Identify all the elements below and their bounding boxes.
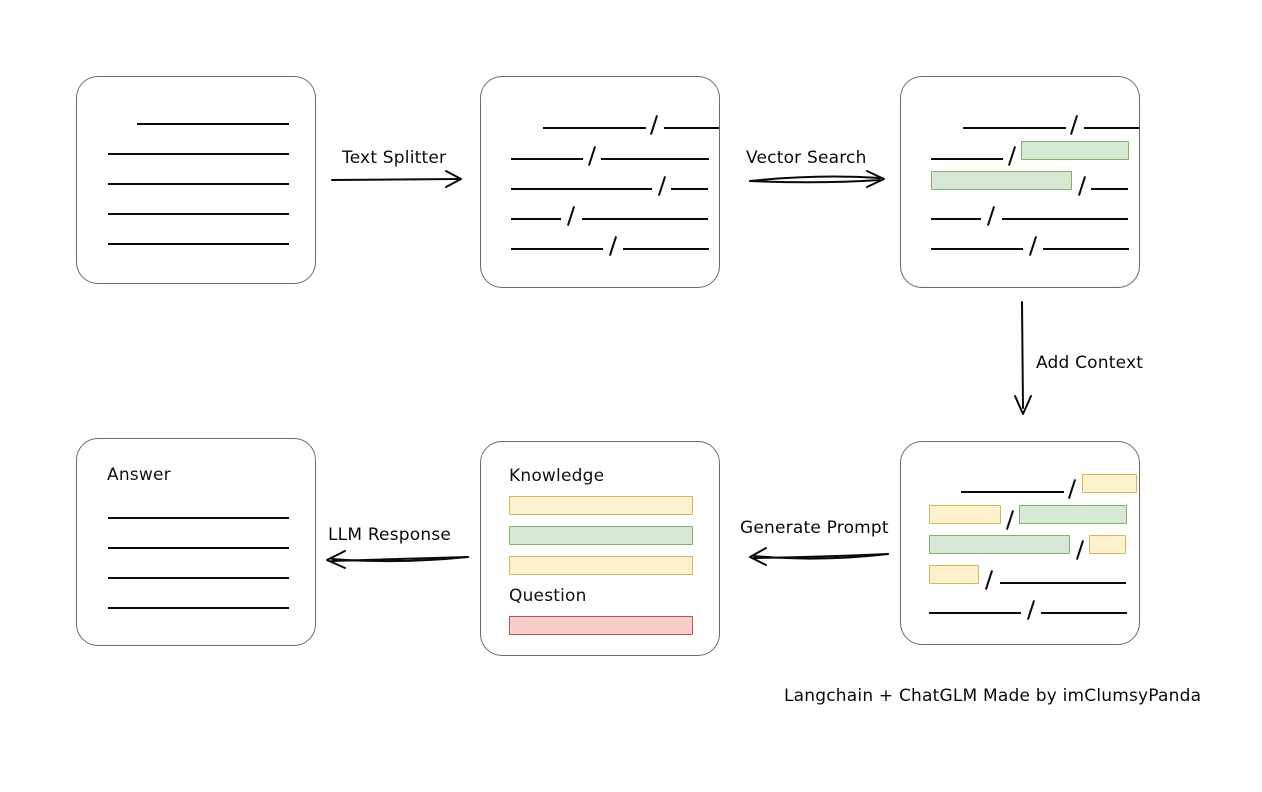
chunk-line-segment: [582, 218, 708, 220]
chunk-line-segment: [511, 188, 652, 190]
highlight-chip-green: [929, 535, 1070, 554]
edge-arrow-text-splitter: [331, 170, 462, 188]
chunk-line-segment: [664, 127, 719, 129]
answer-label: Answer: [107, 465, 171, 485]
doc-line: [108, 153, 289, 155]
node-answer[interactable]: Answer: [76, 438, 316, 646]
edge-label-add-context: Add Context: [1036, 353, 1144, 373]
slash-separator: [657, 176, 667, 196]
chunk-line-segment: [511, 248, 603, 250]
chunk-line-segment: [543, 127, 646, 129]
chunk-line-segment: [1002, 218, 1128, 220]
answer-line: [108, 517, 289, 519]
chunk-line-segment: [963, 127, 1066, 129]
chunk-line-segment: [623, 248, 709, 250]
chunk-line-segment: [1041, 612, 1127, 614]
chunk-line-segment: [1000, 582, 1126, 584]
edge-arrow-vector-search: [749, 170, 885, 188]
chunk-line-segment: [1043, 248, 1129, 250]
slash-separator: [986, 206, 996, 226]
highlight-chip-yellow: [929, 505, 1001, 524]
chunk-line-segment: [1091, 188, 1128, 190]
edge-label-generate-prompt: Generate Prompt: [740, 518, 889, 538]
slash-separator: [1026, 600, 1036, 620]
knowledge-chip-1: [509, 496, 693, 515]
slash-separator: [1069, 115, 1079, 135]
chunk-line-segment: [929, 612, 1021, 614]
chunk-line-segment: [931, 158, 1003, 160]
slash-separator: [1067, 479, 1077, 499]
chunk-line-segment: [671, 188, 708, 190]
chunk-line-segment: [931, 248, 1023, 250]
answer-line: [108, 547, 289, 549]
question-label: Question: [509, 586, 587, 606]
highlight-chip-yellow: [1089, 535, 1126, 554]
edge-arrow-add-context: [1014, 301, 1032, 415]
knowledge-label: Knowledge: [509, 466, 605, 486]
chunk-line-segment: [931, 218, 981, 220]
node-prompt[interactable]: Knowledge Question: [480, 441, 720, 656]
highlight-chip-yellow: [929, 565, 979, 584]
edge-label-vector-search: Vector Search: [746, 148, 867, 168]
slash-separator: [1007, 146, 1017, 166]
chunk-line-segment: [1084, 127, 1139, 129]
chunk-line-segment: [511, 218, 561, 220]
doc-line: [108, 213, 289, 215]
highlight-chip-green: [1019, 505, 1127, 524]
doc-line: [137, 123, 289, 125]
slash-separator: [1028, 236, 1038, 256]
highlight-chip-yellow: [1082, 474, 1137, 493]
highlight-chip-green: [931, 171, 1072, 190]
slash-separator: [984, 570, 994, 590]
question-chip-1: [509, 616, 693, 635]
node-vector-matched-chunks[interactable]: [900, 76, 1140, 288]
node-context-added-chunks[interactable]: [900, 441, 1140, 645]
edge-label-text-splitter: Text Splitter: [342, 148, 447, 168]
chunk-line-segment: [961, 491, 1064, 493]
node-source-document[interactable]: [76, 76, 316, 284]
knowledge-chip-2: [509, 526, 693, 545]
slash-separator: [1075, 540, 1085, 560]
slash-separator: [608, 236, 618, 256]
chunk-line-segment: [511, 158, 583, 160]
edge-arrow-generate-prompt: [749, 547, 889, 566]
knowledge-chip-3: [509, 556, 693, 575]
slash-separator: [587, 146, 597, 166]
answer-line: [108, 577, 289, 579]
doc-line: [108, 243, 289, 245]
footer-caption: Langchain + ChatGLM Made by imClumsyPand…: [784, 686, 1202, 706]
slash-separator: [649, 115, 659, 135]
edge-label-llm-response: LLM Response: [328, 525, 452, 545]
answer-line: [108, 607, 289, 609]
edge-arrow-llm-response: [326, 550, 469, 569]
slash-separator: [1077, 176, 1087, 196]
node-split-chunks[interactable]: [480, 76, 720, 288]
doc-line: [108, 183, 289, 185]
chunk-line-segment: [601, 158, 709, 160]
slash-separator: [566, 206, 576, 226]
highlight-chip-green: [1021, 141, 1129, 160]
slash-separator: [1005, 510, 1015, 530]
